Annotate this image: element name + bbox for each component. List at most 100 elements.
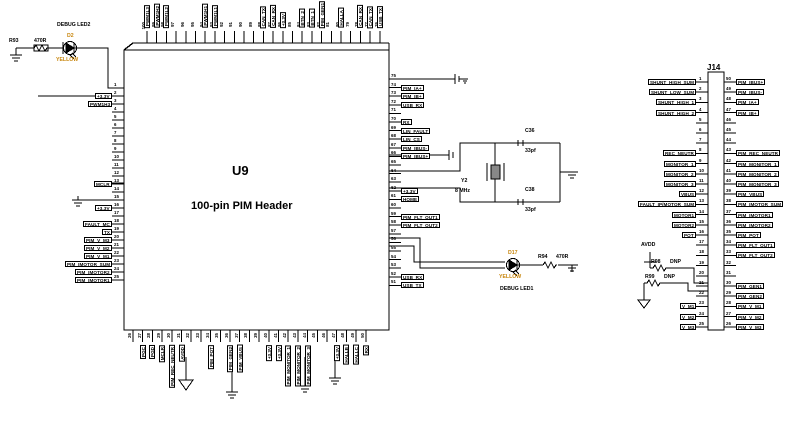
net-label-b-pim_monitor_3: PIM_MONITOR_3: [304, 345, 311, 387]
u9-right-pin-68: 68: [391, 133, 396, 139]
u9-right-pin-59: 59: [391, 210, 396, 216]
u9-top-pin-95: 95: [189, 22, 195, 27]
u9-right-pin-52: 52: [391, 270, 396, 276]
d17-ref: D17: [508, 250, 518, 256]
j14-net-l-monitor_3: MONITOR_3: [664, 181, 696, 187]
u9-bottom-pin-50: 50: [359, 333, 365, 338]
u9-top-pin-92: 92: [218, 22, 224, 27]
u9-right-pin-54: 54: [391, 253, 396, 259]
net-label-r-usb_rx: USB_RX: [401, 273, 425, 280]
net-label-r-pim_flt_out2: PIM_FLT_OUT2: [401, 222, 440, 229]
j14-left-pin-20: 20: [699, 269, 704, 275]
u9-left-pin-16: 16: [114, 202, 119, 207]
u9-left-pin-10: 10: [114, 154, 119, 159]
u9-left-pin-17: 17: [114, 210, 119, 215]
connector-ref: J14: [707, 63, 721, 72]
j14-right-pin-31: 31: [726, 269, 731, 275]
u9-bottom-pin-31: 31: [175, 333, 181, 338]
r98-ref: R98: [651, 259, 661, 265]
u9-bottom-pin-44: 44: [301, 333, 307, 338]
u9-bottom-pin-48: 48: [340, 333, 346, 338]
d2-color: YELLOW: [56, 57, 79, 63]
y2-freq: 8 MHz: [455, 188, 470, 194]
net-label-b-+3.3v: +3.3V: [265, 345, 272, 362]
net-label-t-halla: HALLA: [338, 8, 344, 28]
r99-ref: R99: [645, 274, 655, 280]
u9-top-pin-81: 81: [325, 22, 331, 27]
j14-net-r-pim_ib+: PIM_IB+: [736, 109, 759, 116]
j14-right-pin-30: 30: [726, 280, 731, 285]
u9-bottom-pin-46: 46: [321, 333, 326, 338]
u9-bottom-pin-36: 36: [224, 333, 229, 338]
j14-net-r-pim_rec_neutr: PIM_REC_NEUTR: [736, 150, 781, 157]
u9-top-pin-79: 79: [344, 22, 350, 27]
net-label-t-pwm1l3: PWM1L3: [144, 5, 150, 29]
u9-bottom-pin-29: 29: [156, 333, 162, 338]
u9-left-pin-8: 8: [114, 138, 117, 143]
j14-net-r-pim_v_m2: PIM_V_M2: [736, 313, 764, 320]
u9-bottom-pin-43: 43: [291, 333, 297, 338]
net-label-r-pim_ibus-: PIM_IBUS-: [401, 144, 430, 151]
net-label-r-pim_ib+: PIM_IB+: [401, 93, 424, 100]
j14-net-l-fault_ip/motor_sum: FAULT_IP/MOTOR_SUM: [638, 201, 697, 208]
u9-left-pin-14: 14: [114, 186, 119, 191]
net-label-r-home: HOME: [401, 196, 420, 203]
u9-bottom-pin-41: 41: [272, 333, 278, 338]
j14-right-pin-49: 49: [726, 86, 731, 92]
net-label-+3.3v: +3.3V: [95, 93, 112, 99]
j14-net-l-motor2: MOTOR2: [672, 221, 697, 228]
net-label-pim_v_m2: PIM_V_M2: [84, 245, 112, 251]
u9-right-pin-57: 57: [391, 227, 396, 233]
u9-right-pin-72: 72: [391, 98, 396, 104]
j14-net-r-pim_monitor_3: PIM_MONITOR_3: [736, 181, 779, 187]
j14-right-pin-38: 38: [726, 198, 731, 204]
u9-top-pin-96: 96: [179, 22, 185, 27]
j14-left-pin-14: 14: [699, 208, 704, 214]
j14-right-pin-37: 37: [726, 208, 731, 214]
chip-ref: U9: [232, 163, 249, 178]
u9-bottom-pin-34: 34: [204, 333, 210, 338]
u9-right-pin-53: 53: [391, 262, 396, 268]
u9-bottom-pin-28: 28: [146, 333, 152, 338]
j14-left-pin-11: 11: [699, 178, 704, 183]
net-label-b-+3.3v: +3.3V: [275, 345, 282, 362]
j14-net-l-shunt_low_sum: SHUNT_LOW_SUM: [649, 89, 697, 96]
j14-net-l-shunt_high_sum: SHUNT_HIGH_SUM: [648, 79, 697, 85]
j14-right-pin-50: 50: [726, 76, 731, 81]
j14-net-l-monitor_2: MONITOR_2: [664, 170, 696, 177]
u9-bottom-pin-37: 37: [233, 333, 239, 338]
j14-net-r-pim_ia+: PIM_IA+: [736, 99, 759, 106]
j14-left-pin-19: 19: [699, 259, 704, 265]
net-label-b-+3.3v: +3.3V: [333, 345, 340, 362]
u9-right-pin-60: 60: [391, 202, 396, 207]
c38-value: 33pf: [525, 207, 536, 213]
debug-led1-caption: DEBUG LED1: [500, 286, 534, 292]
net-label-b-pim_gen2: PIM_GEN2: [227, 345, 233, 373]
net-label-b-avdd: AVDD: [178, 345, 185, 362]
j14-left-pin-1: 1: [699, 76, 702, 81]
j14-right-pin-39: 39: [726, 188, 731, 194]
j14-left-pin-12: 12: [699, 188, 704, 194]
j14-left-pin-17: 17: [699, 239, 704, 245]
j14-left-pin-18: 18: [699, 249, 704, 255]
j14-net-l-monitor_1: MONITOR_1: [664, 160, 696, 167]
net-label-b-pim_monitor_1: PIM_MONITOR_1: [285, 345, 292, 387]
j14-net-r-pim_gen2: PIM_GEN2: [736, 293, 765, 300]
r94-value: 470R: [556, 254, 569, 260]
c38-ref: C38: [525, 187, 535, 193]
net-label-b-hallc: HALLC: [353, 345, 360, 365]
j14-left-pin-3: 3: [699, 96, 702, 102]
net-label-pim_v_m3: PIM_V_M3: [84, 237, 112, 243]
u9-right-pin-55: 55: [391, 245, 396, 250]
net-label-pim_imotor_sum: PIM_IMOTOR_SUM: [65, 261, 113, 267]
j14-right-pin-44: 44: [726, 137, 731, 143]
u9-top-pin-97: 97: [170, 22, 176, 27]
net-label-pim_v_m1: PIM_V_M1: [84, 253, 112, 259]
u9-right-pin-66: 66: [391, 150, 396, 156]
j14-net-l-pot: POT: [682, 232, 696, 238]
u9-top-pin-89: 89: [247, 22, 253, 27]
j14-left-pin-15: 15: [699, 218, 704, 224]
j14-left-pin-22: 22: [699, 290, 704, 296]
u9-right-pin-73: 73: [391, 90, 396, 96]
u9-left-pin-24: 24: [114, 266, 119, 271]
